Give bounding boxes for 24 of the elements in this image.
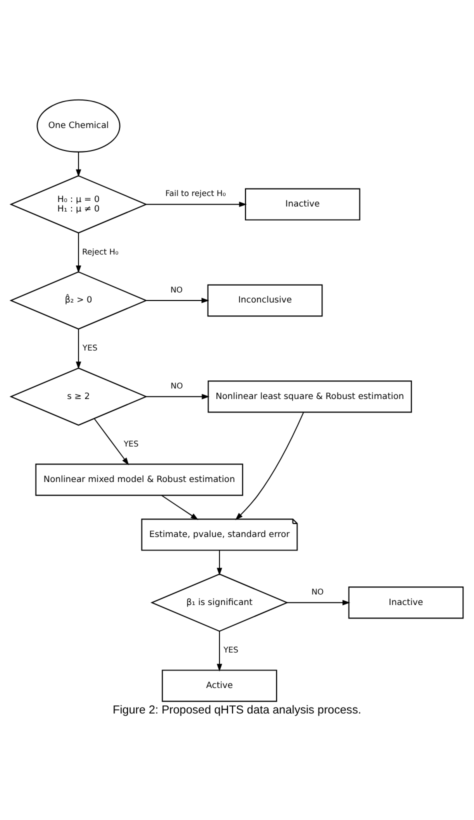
- node-box: Active: [162, 670, 278, 702]
- node-box: Nonlinear least square & Robust estimation: [208, 380, 412, 413]
- node-diamond: s ≥ 2: [10, 367, 148, 426]
- arrow: [161, 494, 198, 520]
- arrow: [286, 600, 350, 606]
- caption: Figure 2: Proposed qHTS data analysis process.: [112, 704, 362, 716]
- arrow: [216, 550, 222, 576]
- arrow: [76, 328, 82, 370]
- node-diamond: H₀ : μ = 0 H₁ : μ ≠ 0: [10, 175, 148, 234]
- arrow: [76, 232, 82, 274]
- arrow: [76, 152, 82, 177]
- arrow: [146, 202, 247, 208]
- arrow: [235, 412, 304, 520]
- node-diamond: β̂₂ > 0: [10, 271, 148, 330]
- node-box: Inactive: [244, 188, 360, 220]
- node-box: Nonlinear mixed model & Robust estimation: [35, 464, 244, 496]
- arrow: [146, 394, 210, 400]
- node-box: Inactive: [348, 586, 464, 619]
- arrow: [94, 418, 129, 466]
- node-diamond: β₁ is significant: [150, 574, 288, 632]
- node-ellipse: One Chemical: [36, 99, 120, 152]
- node-box: Inconclusive: [207, 284, 323, 317]
- arrow: [146, 298, 210, 304]
- arrow: [216, 630, 222, 672]
